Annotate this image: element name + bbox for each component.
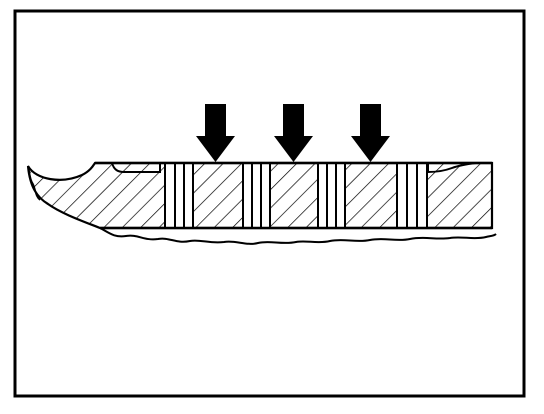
arrow-down-icon: [351, 104, 390, 162]
bore-1: [164, 162, 194, 229]
left-broken-edge: [27, 165, 41, 201]
arrow-down-icon: [274, 104, 313, 162]
bore-4: [396, 162, 428, 229]
rough-bottom-contour: [99, 227, 497, 245]
arrow-down-icon: [196, 104, 235, 162]
bore-2: [242, 162, 271, 229]
bore-3: [317, 162, 346, 229]
force-arrows: [196, 104, 390, 162]
